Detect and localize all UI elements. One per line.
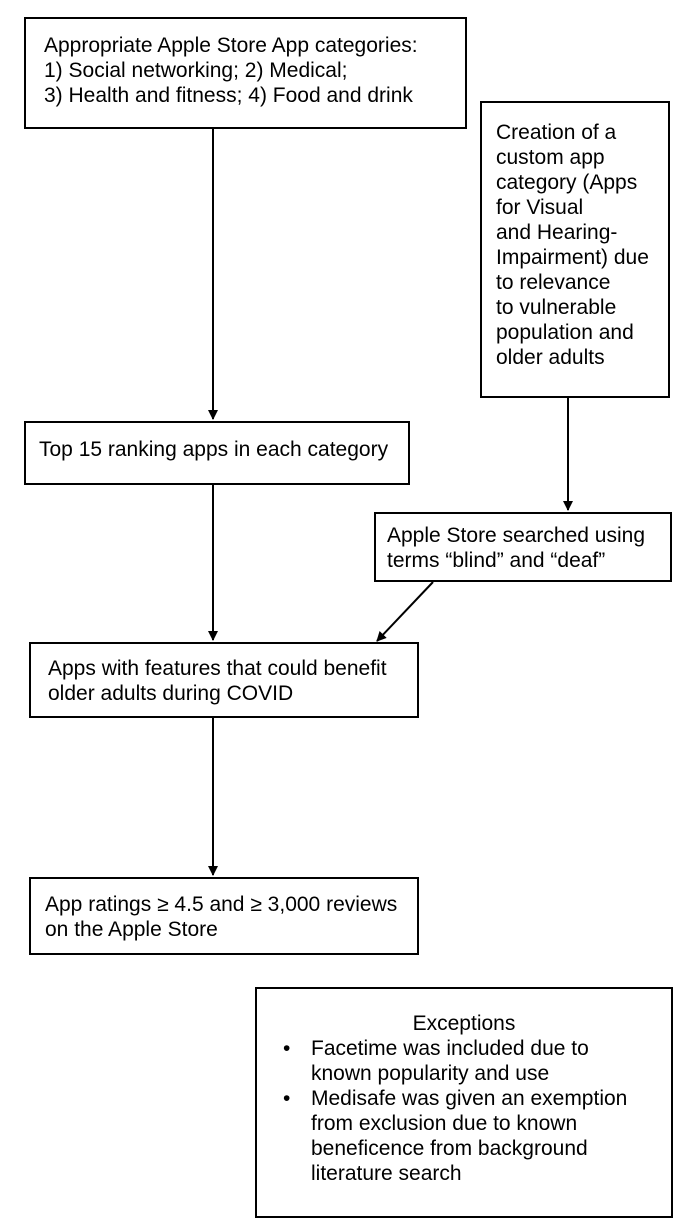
box-text-line: App ratings ≥ 4.5 and ≥ 3,000 reviews — [45, 893, 398, 916]
box-text-line: older adults during COVID — [48, 682, 294, 705]
store-search-box: Apple Store searched using terms “blind”… — [374, 512, 672, 582]
arrow-search-to-features — [376, 581, 434, 642]
box-text-line: beneficence from background — [311, 1137, 588, 1160]
box-text-line: population and — [496, 321, 634, 344]
exceptions-list: • Facetime was included due to known pop… — [281, 1036, 671, 1186]
box-text-line: older adults — [496, 346, 605, 369]
custom-category-box: Creation of a custom app category (Apps … — [480, 101, 670, 398]
exceptions-box: Exceptions • Facetime was included due t… — [255, 987, 673, 1218]
beneficial-features-box: Apps with features that could benefit ol… — [29, 642, 419, 718]
box-text-line: Apple Store searched using — [387, 524, 645, 547]
exceptions-heading: Exceptions — [412, 1012, 516, 1035]
bullet-icon: • — [283, 1037, 291, 1060]
box-text-line: Appropriate Apple Store App categories: — [44, 34, 418, 57]
box-text-line: Apps with features that could benefit — [48, 657, 387, 680]
box-text-line: and Hearing- — [496, 221, 618, 244]
box-text-line: on the Apple Store — [45, 918, 218, 941]
box-text-line: terms “blind” and “deaf” — [387, 549, 606, 572]
box-text-line: known popularity and use — [311, 1062, 550, 1085]
box-text-line: custom app — [496, 146, 605, 169]
ratings-criteria-box: App ratings ≥ 4.5 and ≥ 3,000 reviews on… — [29, 877, 419, 955]
box-text-line: 3) Health and fitness; 4) Food and drink — [44, 84, 413, 107]
top-15-apps-box: Top 15 ranking apps in each category — [24, 421, 410, 485]
box-text-line: literature search — [311, 1162, 462, 1185]
exception-item: • Medisafe was given an exemption from e… — [281, 1086, 671, 1186]
box-text-line: from exclusion due to known — [311, 1112, 578, 1135]
box-text-line: to relevance — [496, 271, 611, 294]
box-text-line: category (Apps — [496, 171, 638, 194]
box-text-line: Top 15 ranking apps in each category — [39, 438, 389, 461]
box-text-line: 1) Social networking; 2) Medical; — [44, 59, 348, 82]
app-categories-box: Appropriate Apple Store App categories: … — [24, 17, 467, 129]
box-text-line: Medisafe was given an exemption — [311, 1087, 628, 1110]
box-text-line: to vulnerable — [496, 296, 617, 319]
box-text-line: Creation of a — [496, 121, 617, 144]
box-text-line: Impairment) due — [496, 246, 649, 269]
bullet-icon: • — [283, 1087, 291, 1110]
exception-item: • Facetime was included due to known pop… — [281, 1036, 671, 1086]
box-text-line: Facetime was included due to — [311, 1037, 589, 1060]
box-text-line: for Visual — [496, 196, 584, 219]
